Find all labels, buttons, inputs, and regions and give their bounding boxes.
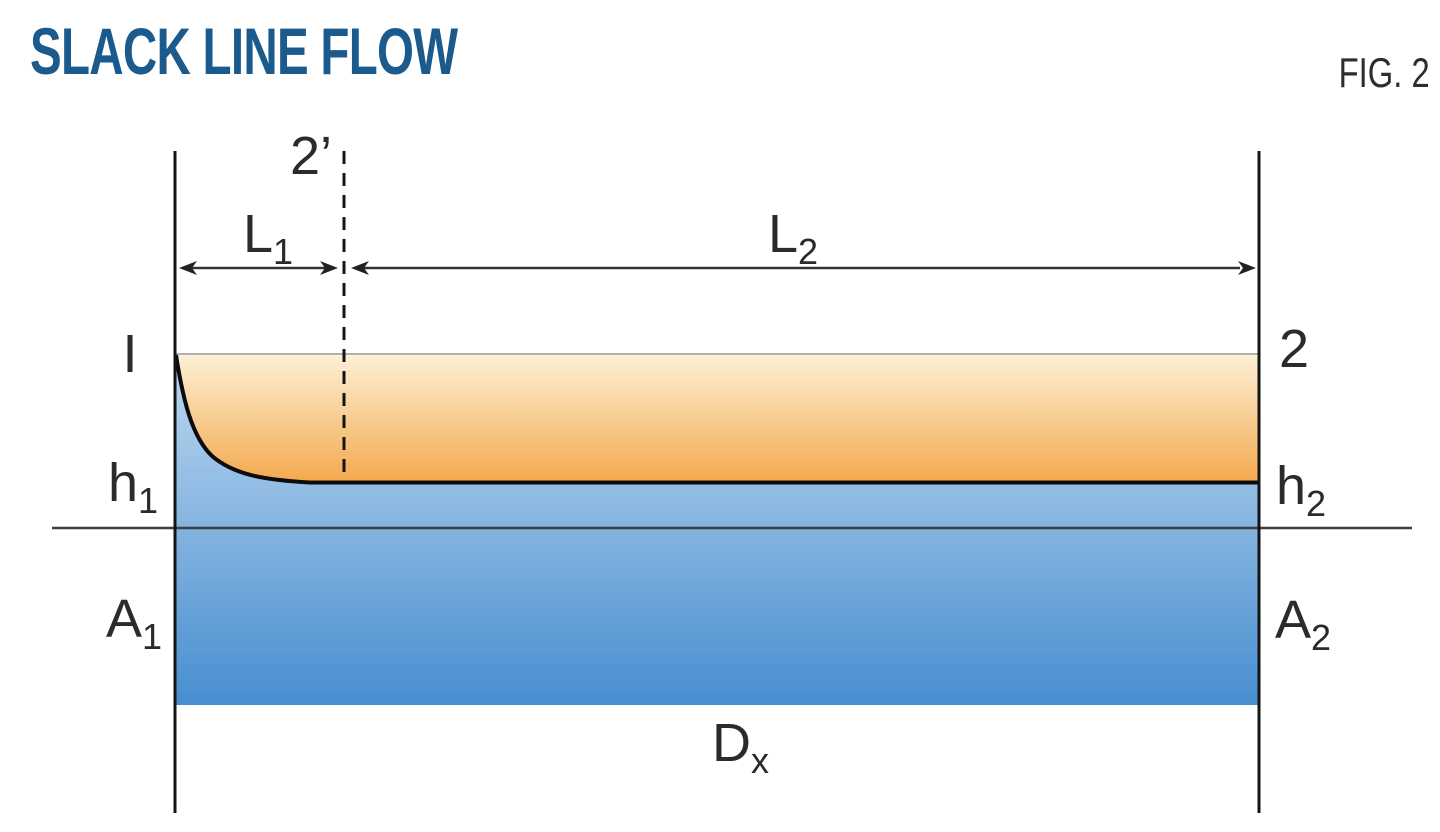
label-dx-main: D — [712, 713, 751, 773]
figure-number-label: FIG. 2 — [1338, 49, 1430, 96]
label-a2-sub: 2 — [1311, 617, 1331, 658]
label-a1-main: A — [106, 589, 142, 649]
label-point-1: I — [122, 324, 137, 384]
l1-left-arrowhead-icon — [179, 261, 197, 275]
label-l2-sub: 2 — [798, 231, 818, 272]
hydraulic-gradient-curve — [174, 354, 1259, 485]
label-a1-sub: 1 — [142, 616, 162, 657]
lower-flow-region-blue — [176, 355, 1259, 705]
l2-left-arrowhead-icon — [351, 261, 369, 275]
page-title: SLACK LINE FLOW — [30, 14, 458, 88]
label-h1-main: h — [108, 453, 138, 513]
label-h2-sub: 2 — [1306, 483, 1326, 524]
label-h1: h1 — [108, 453, 158, 521]
label-l1-sub: 1 — [273, 231, 293, 272]
l2-dimension-arrow — [351, 261, 1256, 275]
label-point-2-prime: 2’ — [290, 126, 332, 186]
label-dx-sub: x — [751, 740, 769, 781]
label-point-2: 2 — [1279, 319, 1309, 379]
upper-flow-region-orange — [176, 355, 1259, 483]
label-l2-main: L — [768, 204, 798, 264]
label-a1: A1 — [106, 589, 162, 657]
label-h2: h2 — [1276, 456, 1326, 524]
label-l1: L1 — [243, 204, 293, 272]
l2-right-arrowhead-icon — [1238, 261, 1256, 275]
label-l1-main: L — [243, 204, 273, 264]
l1-dimension-arrow — [179, 261, 338, 275]
label-a2: A2 — [1275, 590, 1331, 658]
label-h2-main: h — [1276, 456, 1306, 516]
label-l2: L2 — [768, 204, 818, 272]
label-h1-sub: 1 — [138, 480, 158, 521]
label-dx: Dx — [712, 713, 769, 781]
label-a2-main: A — [1275, 590, 1311, 650]
l1-right-arrowhead-icon — [320, 261, 338, 275]
